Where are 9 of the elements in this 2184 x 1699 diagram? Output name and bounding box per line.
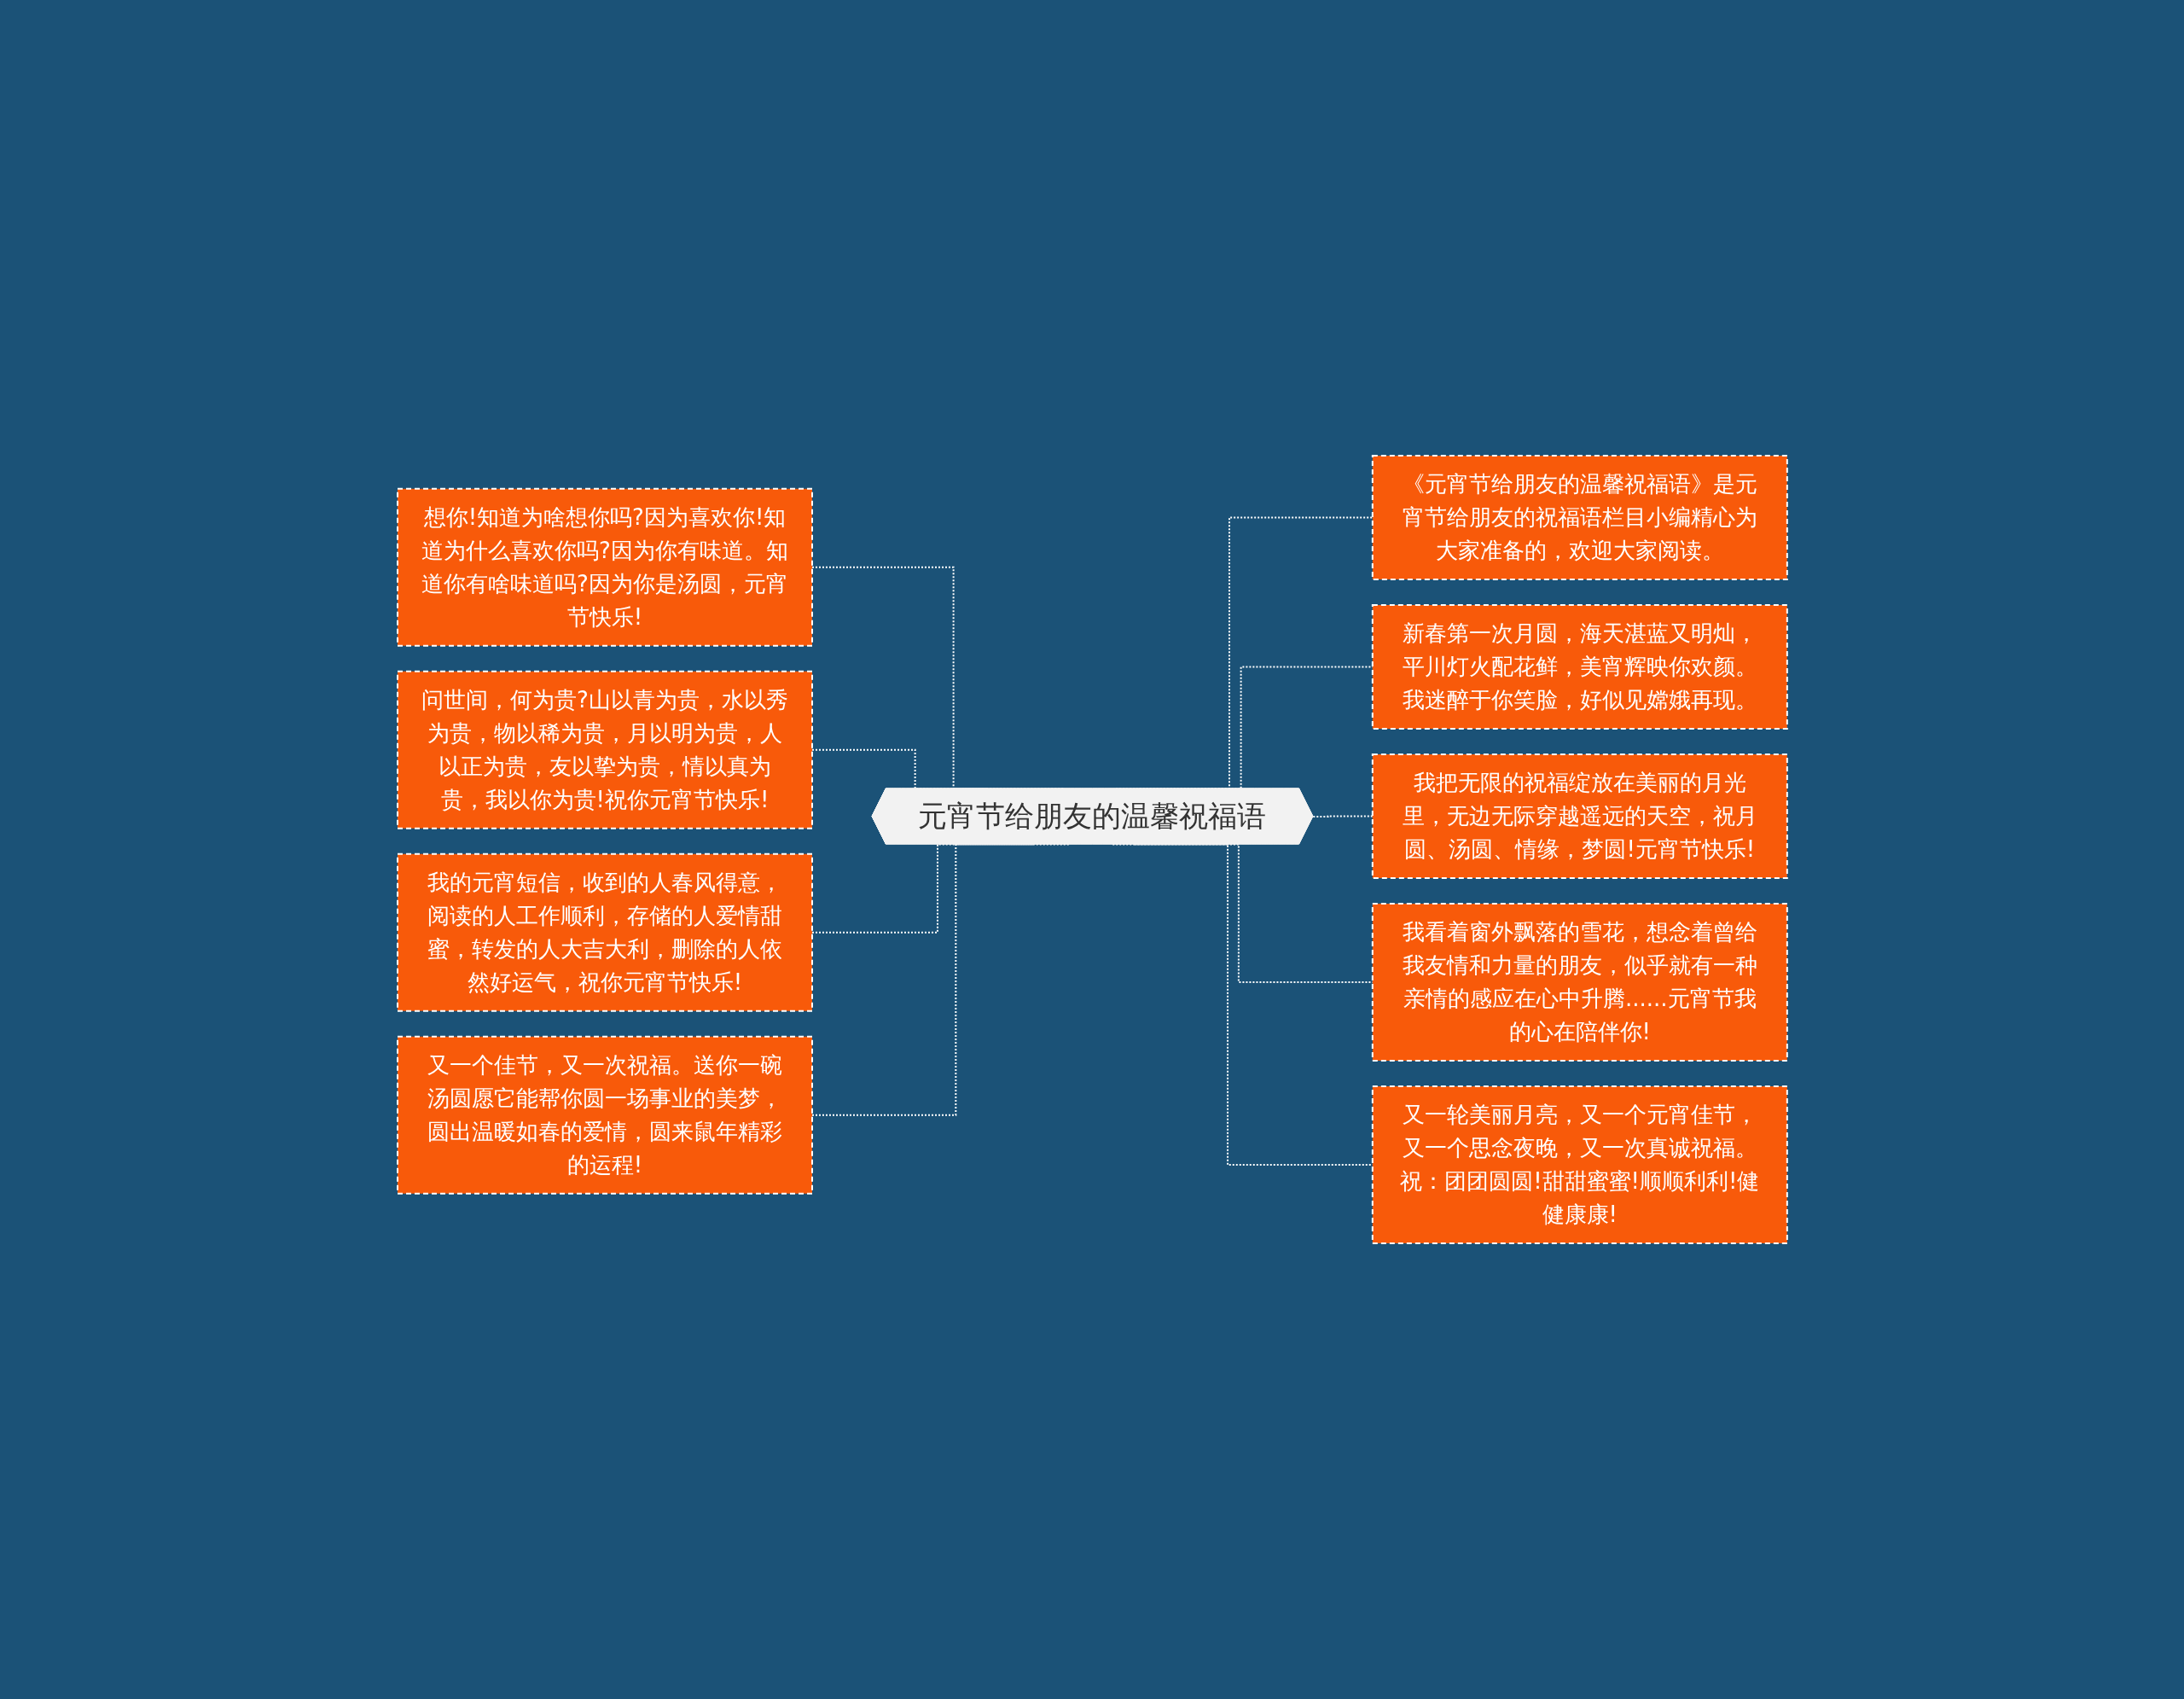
node-box: 我的元宵短信，收到的人春风得意，阅读的人工作顺利，存储的人爱情甜蜜，转发的人大吉大利，删除的人依然好运气，祝你元宵节快乐! (396, 852, 813, 1012)
node-box: 又一轮美丽月亮，又一个元宵佳节，又一个思念夜晚，又一次真诚祝福。祝：团团圆圆!甜甜蜜蜜!顺顺利利!健健康康! (1371, 1085, 1788, 1244)
node-box: 又一个佳节，又一次祝福。送你一碗汤圆愿它能帮你圆一场事业的美梦，圆出温暖如春的爱情，圆来鼠年精彩的运程! (396, 1035, 813, 1195)
node-box: 我看着窗外飘落的雪花，想念着曾给我友情和力量的朋友，似乎就有一种亲情的感应在心中升腾......元宵节我的心在陪伴你! (1371, 903, 1788, 1062)
node-box: 问世间，何为贵?山以青为贵，水以秀为贵，物以稀为贵，月以明为贵，人以正为贵，友以挚为贵，情以真为贵，我以你为贵!祝你元宵节快乐! (396, 670, 813, 829)
node-box: 我把无限的祝福绽放在美丽的月光里，无边无际穿越遥远的天空，祝月圆、汤圆、情缘，梦圆!元宵节快乐! (1371, 753, 1788, 879)
node-box: 《元宵节给朋友的温馨祝福语》是元宵节给朋友的祝福语栏目小编精心为大家准备的，欢迎大家阅读。 (1371, 455, 1788, 580)
node-box: 新春第一次月圆，海天湛蓝又明灿，平川灯火配花鲜，美宵辉映你欢颜。我迷醉于你笑脸，好似见嫦娥再现。 (1371, 604, 1788, 730)
node-box: 想你!知道为啥想你吗?因为喜欢你!知道为什么喜欢你吗?因为你有味道。知道你有啥味道吗?因为你是汤圆，元宵节快乐! (396, 487, 813, 647)
